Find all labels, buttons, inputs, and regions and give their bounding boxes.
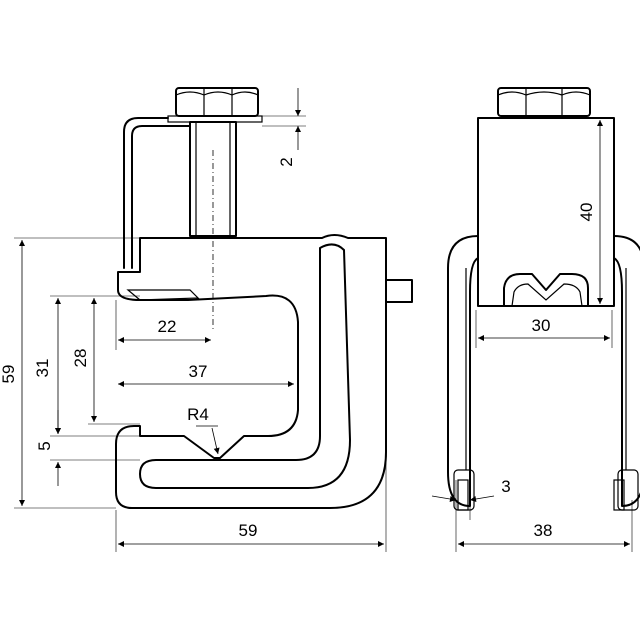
dim-label-30: 30 — [532, 316, 551, 335]
jaw-plate — [126, 289, 200, 301]
dimension-labels: 2 40 22 30 37 31 28 59 R4 5 3 59 38 — [0, 157, 596, 540]
dimension-lines — [14, 88, 633, 552]
foot-left — [457, 479, 469, 511]
v-jaw — [503, 273, 589, 307]
dim-label-31: 31 — [33, 359, 52, 378]
dim-label-5: 5 — [35, 441, 54, 450]
dim-label-3: 3 — [501, 477, 510, 496]
bent-strap — [123, 117, 191, 269]
bolt-shank — [189, 121, 237, 237]
dim-label-28: 28 — [71, 349, 90, 368]
upper-block — [477, 117, 615, 307]
side-view — [115, 87, 413, 509]
u-bracket-right — [613, 235, 640, 507]
dim-label-59-horizontal: 59 — [239, 521, 258, 540]
body-slot — [139, 243, 351, 489]
side-pin — [385, 279, 413, 303]
hex-nut-side — [175, 87, 259, 117]
hex-nut-front — [497, 87, 591, 117]
clamp-body — [115, 234, 387, 509]
dim-label-37: 37 — [189, 362, 208, 381]
dim-label-38: 38 — [534, 521, 553, 540]
dim-label-r4: R4 — [187, 405, 209, 424]
dim-label-40: 40 — [577, 203, 596, 222]
u-bracket-left — [447, 235, 479, 507]
front-view — [447, 87, 640, 511]
dim-label-22: 22 — [158, 317, 177, 336]
dim-label-59-vertical: 59 — [0, 365, 18, 384]
dim-label-2: 2 — [277, 157, 296, 166]
foot-right — [613, 479, 625, 511]
